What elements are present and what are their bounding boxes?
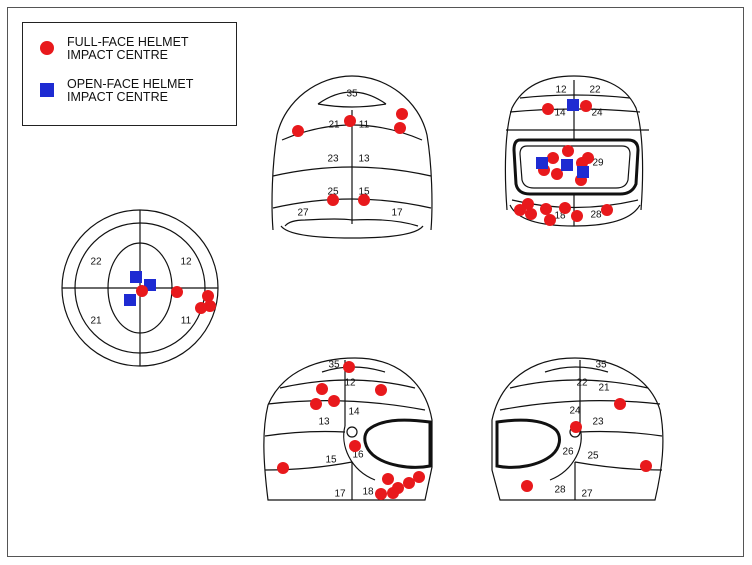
full-face-impact [394,122,406,134]
full-face-impact [614,398,626,410]
full-face-impact [343,361,355,373]
right-side-view: 35 22 21 24 23 26 25 28 27 [491,357,664,501]
zone-label-22: 22 [589,85,601,96]
full-face-impact [310,398,322,410]
zone-label-24: 24 [569,406,581,417]
full-face-impact [387,487,399,499]
zone-label-11: 11 [181,316,192,327]
full-face-impact [521,480,533,492]
zone-label-23: 23 [592,417,604,428]
zone-label-23: 23 [327,154,339,165]
zone-label-29: 29 [592,158,604,169]
full-face-impact [559,202,571,214]
full-face-impact [547,152,559,164]
full-face-impact [542,103,554,115]
legend: FULL-FACE HELMET IMPACT CENTRE OPEN-FACE… [22,22,237,126]
zone-label-22: 22 [90,257,102,268]
open-face-impact [536,157,548,169]
zone-label-18: 18 [554,211,566,222]
full-face-impact [328,395,340,407]
zone-label-13: 13 [318,417,330,428]
zone-label-14: 14 [554,108,566,119]
full-face-impact [396,108,408,120]
zone-label-21: 21 [328,120,340,131]
legend-full-face-line2: IMPACT CENTRE [67,48,168,62]
zone-label-17: 17 [334,489,346,500]
full-face-impact [349,440,361,452]
full-face-impact [344,115,356,127]
full-face-impact [514,204,526,216]
full-face-impact [316,383,328,395]
full-face-impact [640,460,652,472]
rear-view: 35 21 11 23 13 25 15 27 17 [271,75,433,239]
full-face-impact [551,168,563,180]
full-face-impact [171,286,183,298]
full-face-impact [204,300,216,312]
zone-label-27: 27 [581,489,593,500]
zone-label-25: 25 [327,187,339,198]
full-face-impact [544,214,556,226]
zone-label-12: 12 [555,85,567,96]
full-face-impact [571,210,583,222]
zone-label-21: 21 [598,383,610,394]
zone-label-35: 35 [595,360,607,371]
zone-label-16: 16 [352,450,364,461]
full-face-impact [540,203,552,215]
zone-label-12: 12 [344,378,356,389]
red-circle-icon [40,41,54,55]
zone-label-18: 18 [362,487,374,498]
zone-label-28: 28 [590,210,602,221]
full-face-impact [375,384,387,396]
open-face-impact [124,294,136,306]
full-face-impact [136,285,148,297]
open-face-impact [577,166,589,178]
legend-item-open-face: OPEN-FACE HELMET IMPACT CENTRE [37,78,217,104]
legend-open-face-line1: OPEN-FACE HELMET [67,77,194,91]
zone-label-24: 24 [591,108,603,119]
zone-label-14: 14 [348,407,360,418]
zone-label-26: 26 [562,447,574,458]
zone-label-27: 27 [297,208,309,219]
full-face-impact [570,421,582,433]
zone-label-15: 15 [358,187,370,198]
zone-label-35: 35 [346,89,358,100]
zone-label-15: 15 [325,455,337,466]
zone-label-25: 25 [587,451,599,462]
full-face-impact [195,302,207,314]
open-face-impact [567,99,579,111]
full-face-impact [601,204,613,216]
full-face-impact [580,100,592,112]
full-face-impact [562,145,574,157]
full-face-impact [358,194,370,206]
full-face-impact [525,208,537,220]
full-face-impact [375,488,387,500]
zone-label-28: 28 [554,485,566,496]
open-face-impact [561,159,573,171]
full-face-impact [277,462,289,474]
zone-label-12: 12 [180,257,192,268]
full-face-impact [403,477,415,489]
legend-full-face-line1: FULL-FACE HELMET [67,35,189,49]
zone-label-21: 21 [90,316,102,327]
open-face-impact [130,271,142,283]
full-face-impact [292,125,304,137]
legend-open-face-line2: IMPACT CENTRE [67,90,168,104]
legend-item-full-face: FULL-FACE HELMET IMPACT CENTRE [37,36,217,62]
zone-label-22: 22 [576,378,588,389]
left-side-view: 35 12 14 13 16 15 17 18 [263,357,433,501]
zone-label-17: 17 [391,208,403,219]
top-view: 22 12 21 11 [61,209,219,367]
full-face-impact [202,290,214,302]
zone-label-13: 13 [358,154,370,165]
blue-square-icon [40,83,54,97]
front-view: 12 22 14 24 29 18 28 [504,75,649,227]
full-face-impact [327,194,339,206]
zone-label-35: 35 [328,360,340,371]
full-face-impact [413,471,425,483]
zone-label-11: 11 [359,120,370,131]
full-face-impact [382,473,394,485]
